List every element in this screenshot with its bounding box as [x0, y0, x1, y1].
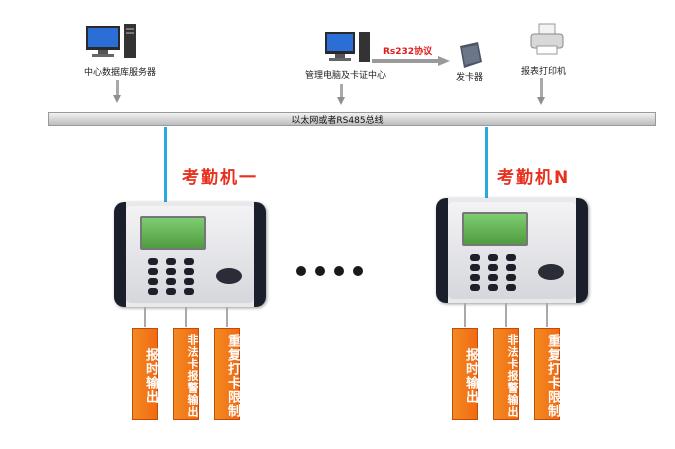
ellipsis-dot [353, 266, 363, 276]
terminal-1-title: 考勤机一 [182, 168, 258, 188]
desktop-computer-icon [325, 32, 370, 62]
server-node: 中心数据库服务器 [80, 22, 156, 80]
output-connector [226, 307, 228, 327]
manager-arrow-shaft [340, 84, 343, 98]
printer-arrow-shaft [540, 78, 543, 98]
manager-node: 管理电脑及卡证中心 [305, 30, 395, 82]
output-connector [144, 307, 146, 327]
terminal-1-output-time: 报时输出 [132, 328, 158, 420]
terminal-1-lcd [140, 216, 206, 250]
manager-arrow-head [337, 97, 345, 105]
desktop-computer-icon [86, 24, 136, 58]
ellipsis-dot [315, 266, 325, 276]
output-connector [546, 303, 548, 327]
link-label: Rs232协议 [383, 47, 433, 57]
printer-node: 报表打印机 [515, 22, 575, 78]
server-arrow-shaft [116, 80, 119, 96]
terminal-n-lcd [462, 212, 528, 246]
output-connector [185, 307, 187, 327]
ellipsis-dot [296, 266, 306, 276]
link-arrow [372, 56, 450, 66]
printer-icon [530, 23, 564, 55]
server-label: 中心数据库服务器 [84, 68, 157, 78]
card-issuer-node: 发卡器 [450, 42, 500, 83]
manager-label: 管理电脑及卡证中心 [305, 71, 387, 81]
terminal-1-connector [164, 127, 167, 203]
terminal-n-output-alarm: 非法卡报警输出 [493, 328, 519, 420]
network-bus [48, 112, 656, 126]
terminal-1-device [114, 202, 266, 307]
bus-label: 以太网或者RS485总线 [291, 116, 384, 126]
printer-label: 报表打印机 [521, 67, 567, 77]
terminal-n-navpad [538, 264, 564, 280]
terminal-1-output-alarm: 非法卡报警输出 [173, 328, 199, 420]
printer-arrow-head [537, 97, 545, 105]
terminal-n-output-time: 报时输出 [452, 328, 478, 420]
output-connector [505, 303, 507, 327]
terminal-1-navpad [216, 268, 242, 284]
output-connector [464, 303, 466, 327]
terminal-n-title: 考勤机N [497, 168, 571, 188]
card-issuer-label: 发卡器 [456, 73, 484, 83]
terminal-n-device [436, 198, 588, 303]
terminal-n-output-repeat: 重复打卡限制 [534, 328, 560, 420]
card-reader-icon [460, 42, 482, 68]
ellipsis-dot [334, 266, 344, 276]
server-arrow-head [113, 95, 121, 103]
terminal-1-output-repeat: 重复打卡限制 [214, 328, 240, 420]
terminal-n-connector [485, 127, 488, 199]
